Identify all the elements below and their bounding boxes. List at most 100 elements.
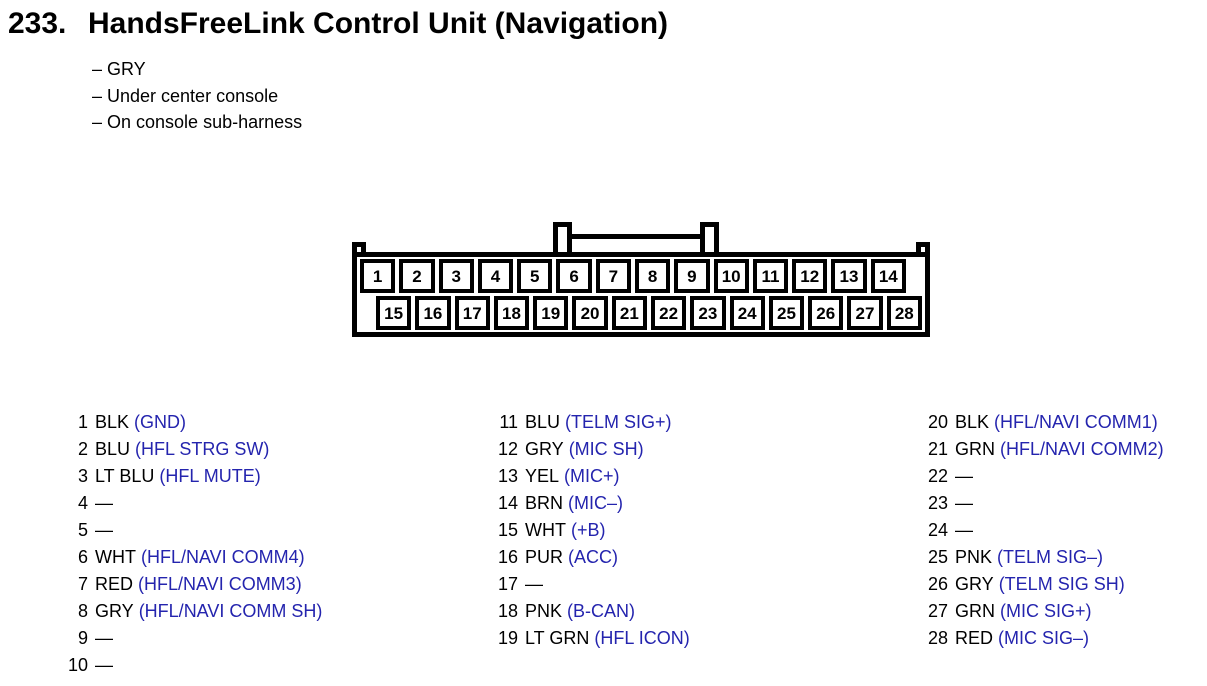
wire-color: WHT <box>95 547 136 567</box>
wire-color: RED <box>955 628 994 648</box>
wire-color: — <box>95 655 113 675</box>
connector-pin-cell: 3 <box>438 259 474 293</box>
pin-number: 6 <box>77 547 88 567</box>
pin-number: 5 <box>77 520 88 540</box>
connector-bottom-row: 15 16 17 18 19 20 21 22 23 24 25 26 27 2… <box>360 296 922 330</box>
wire-color: — <box>525 574 543 594</box>
pin-number: 2 <box>77 439 88 459</box>
pinout-row: 17 — <box>488 571 690 598</box>
wire-color: YEL <box>525 466 560 486</box>
pin-number: 25 <box>927 547 948 567</box>
signal-name: (TELM SIG+) <box>565 412 672 432</box>
pin-number: 11 <box>499 412 518 432</box>
wire-color: BLK <box>95 412 130 432</box>
pinout-row: 2 BLU(HFL STRG SW) <box>58 436 322 463</box>
pin-number: 1 <box>77 412 88 432</box>
note-color: – GRY <box>92 59 146 79</box>
connector-latch-bar <box>572 234 700 254</box>
signal-name: (HFL STRG SW) <box>135 439 270 459</box>
signal-name: (HFL MUTE) <box>159 466 261 486</box>
connector-pin-cell: 18 <box>493 296 530 330</box>
pin-number: 3 <box>77 466 88 486</box>
signal-name: (HFL ICON) <box>594 628 690 648</box>
wire-color: GRY <box>525 439 564 459</box>
pin-number: 16 <box>497 547 518 567</box>
signal-name: (HFL/NAVI COMM SH) <box>138 601 323 621</box>
signal-name: (GND) <box>134 412 187 432</box>
wire-color: BLU <box>525 412 561 432</box>
pinout-row: 6 WHT(HFL/NAVI COMM4) <box>58 544 322 571</box>
pinout-row: 23 — <box>918 490 1164 517</box>
signal-name: (MIC–) <box>568 493 624 513</box>
wire-color: — <box>95 520 113 540</box>
wire-color: BLU <box>95 439 131 459</box>
connector-pin-cell: 28 <box>886 296 922 330</box>
connector-key-tab-right <box>916 242 930 254</box>
connector-pin-cell: 2 <box>399 259 435 293</box>
pin-number: 9 <box>77 628 88 648</box>
wire-color: — <box>955 493 973 513</box>
connector-pin-cell: 9 <box>674 259 710 293</box>
connector-blank-slot <box>910 259 922 293</box>
pin-number: 26 <box>927 574 948 594</box>
signal-name: (MIC SIG+) <box>1000 601 1092 621</box>
connector-pin-cell: 13 <box>831 259 867 293</box>
connector-pin-cell: 5 <box>517 259 553 293</box>
connector-pin-cell: 16 <box>415 296 451 330</box>
connector-notes: – GRY – Under center console – On consol… <box>92 56 302 136</box>
note-harness: – On console sub-harness <box>92 112 303 132</box>
wire-color: LT BLU <box>95 466 155 486</box>
signal-name: (MIC+) <box>564 466 620 486</box>
pinout-row: 9— <box>58 625 322 652</box>
wire-color: GRN <box>955 439 995 459</box>
pin-number: 19 <box>497 628 518 648</box>
pin-number: 23 <box>927 493 948 513</box>
wire-color: WHT <box>525 520 566 540</box>
page-title: HandsFreeLink Control Unit (Navigation) <box>88 7 669 40</box>
connector-pin-cell: 11 <box>752 259 789 293</box>
wire-color: BRN <box>525 493 564 513</box>
pin-number: 28 <box>927 628 948 648</box>
pin-number: 27 <box>927 601 948 621</box>
section-number: 233. <box>8 7 67 40</box>
wire-color: — <box>95 628 113 648</box>
connector-pin-cell: 12 <box>792 259 828 293</box>
connector-pin-cell: 17 <box>454 296 490 330</box>
connector-pin-cell: 23 <box>690 296 726 330</box>
wire-color: — <box>955 520 973 540</box>
signal-name: (HFL/NAVI COMM3) <box>138 574 302 594</box>
connector-pin-cell: 21 <box>611 296 647 330</box>
pinout-row: 28 RED(MIC SIG–) <box>918 625 1164 652</box>
pinout-column-1: 1 BLK(GND) 2 BLU(HFL STRG SW) 3 LT BLU(HFL … <box>58 409 322 679</box>
connector-top-row: 1 2 3 4 5 6 7 8 9 10 11 12 13 14 <box>360 259 922 293</box>
signal-name: (B-CAN) <box>567 601 636 621</box>
connector-pin-cell: 27 <box>847 296 883 330</box>
signal-name: (HFL/NAVI COMM4) <box>140 547 305 567</box>
signal-name: (MIC SIG–) <box>998 628 1090 648</box>
wire-color: GRY <box>955 574 994 594</box>
wire-color: PUR <box>525 547 564 567</box>
signal-name: (TELM SIG SH) <box>998 574 1125 594</box>
connector-pin-cell: 26 <box>808 296 844 330</box>
connector-diagram: 1 2 3 4 5 6 7 8 9 10 11 12 13 14 15 16 1 <box>352 222 930 337</box>
signal-name: (ACC) <box>568 547 619 567</box>
connector-pin-cell: 25 <box>768 296 805 330</box>
connector-pin-cell: 24 <box>729 296 765 330</box>
note-location: – Under center console <box>92 85 279 106</box>
connector-pin-cell: 15 <box>376 296 412 330</box>
pin-number: 17 <box>497 574 518 594</box>
pin-number: 18 <box>497 601 518 621</box>
pin-number: 15 <box>497 520 518 540</box>
pin-number: 24 <box>927 520 948 540</box>
pinout-row: 11 BLU(TELM SIG+) <box>488 409 690 436</box>
pin-number: 8 <box>77 601 88 621</box>
